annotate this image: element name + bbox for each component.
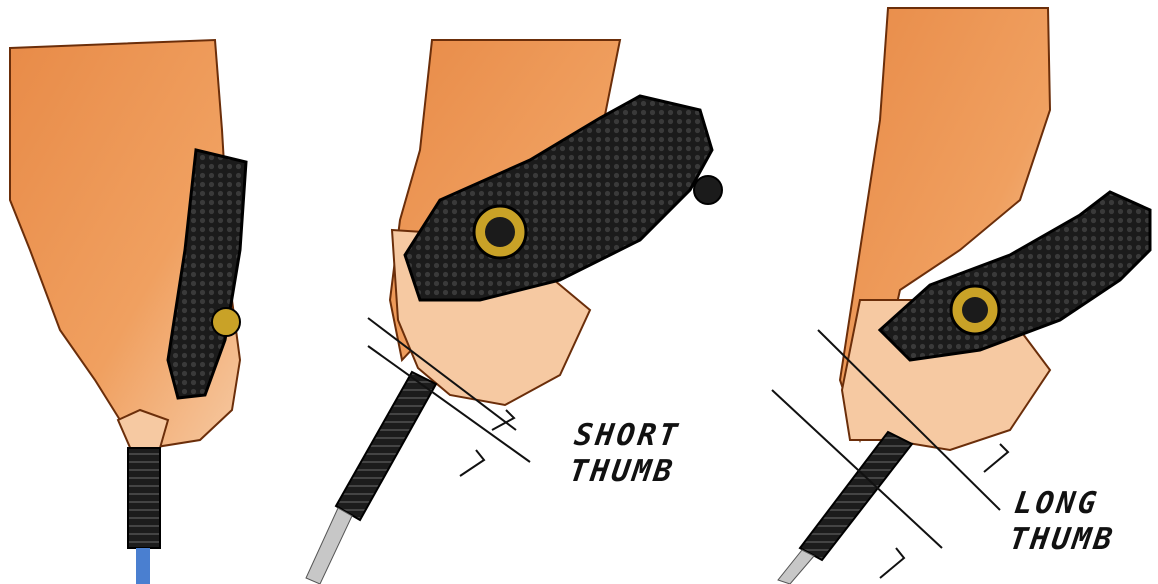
front-view-panel [10,40,246,584]
long-thumb-label-line-1: LONG [1012,486,1122,522]
long-grip-logo-inner [962,297,988,323]
long-arrow-top [984,444,1008,472]
front-shaft-grip [128,448,160,548]
long-shaft [778,550,814,584]
front-grip-logo [212,308,240,336]
short-grip-logo-inner [485,217,515,247]
short-arrow-bottom [460,450,484,476]
short-thumb-label: SHORT THUMB [567,418,682,490]
front-shaft [136,548,150,584]
long-thumb-label-line-2: THUMB [1007,522,1117,558]
long-shaft-grip [800,432,912,560]
short-shaft-grip [336,372,436,520]
short-shaft [306,508,352,584]
short-thumb-panel [306,40,722,584]
front-thumb [118,410,168,452]
short-thumb-label-line-2: THUMB [567,454,677,490]
short-grip-weight-knob [694,176,722,204]
long-arrow-bottom [880,548,904,578]
short-thumb-label-line-1: SHORT [572,418,682,454]
long-thumb-label: LONG THUMB [1007,486,1122,558]
